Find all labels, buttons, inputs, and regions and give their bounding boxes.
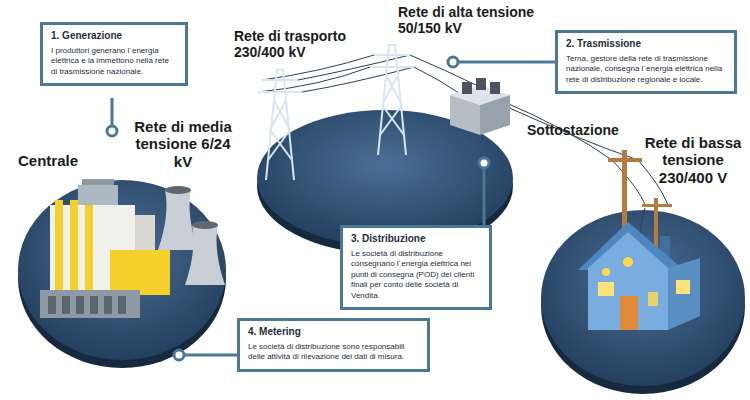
callout-text: Le società di distribuzione consegnano l… [351, 249, 481, 301]
platform-disc [18, 180, 226, 360]
leader-line [111, 98, 114, 126]
lamp [623, 257, 633, 267]
part-label: Rete di trasporto 230/400 kV [234, 28, 366, 60]
leader-line [483, 168, 486, 227]
part-label: Centrale [18, 152, 108, 169]
leader-dot [174, 350, 184, 360]
house-wall [668, 258, 700, 330]
callout-heading: 3. Distribuzione [351, 233, 481, 244]
cooling-tower [158, 190, 198, 250]
part-label: Rete di alta tensione 50/150 kV [398, 4, 563, 36]
cooling-tower [185, 225, 225, 285]
plant-roof-unit [78, 185, 118, 205]
plant-cylinder [76, 296, 84, 314]
plant-cylinder [48, 296, 56, 314]
pole-crossbar [608, 158, 642, 162]
house-door [620, 296, 638, 330]
callout-box: 2. TrasmissioneTerna, gestore della rete… [555, 30, 737, 94]
plant-cylinder [62, 296, 70, 314]
callout-heading: 2. Trasmissione [566, 38, 726, 49]
plant-machinery [40, 290, 140, 318]
plant-roof-unit [82, 179, 114, 185]
power-wire [410, 55, 478, 86]
leader-dot [479, 158, 489, 168]
cooling-tower-top [192, 221, 218, 229]
house-window [598, 282, 614, 296]
plant-column [85, 200, 93, 295]
lamp [602, 268, 610, 276]
callout-text: Terna, gestore della rete di trasmission… [566, 54, 726, 85]
callout-heading: 1. Generazione [51, 30, 177, 41]
pylon [370, 45, 414, 155]
leader-dot [107, 126, 117, 136]
leader-lines [107, 57, 557, 360]
leader-line [458, 61, 557, 64]
power-wire [612, 160, 645, 205]
transformer [490, 82, 500, 94]
power-wire [414, 67, 462, 95]
callout-text: Le società di distribuzione sono respons… [248, 342, 419, 363]
substation-side [450, 95, 480, 135]
platform-disc [541, 210, 745, 386]
leader-line [184, 354, 239, 357]
callout-box: 4. Metering Le società di distribuzione s… [237, 318, 430, 372]
meter-box [648, 292, 658, 306]
plant-column [70, 200, 78, 295]
part-label: Sottostazione [527, 122, 642, 138]
part-label: Rete di media tensione 6/24 kV [126, 118, 240, 170]
house-window [676, 280, 690, 294]
transformer [476, 78, 486, 90]
plant-cylinder [104, 296, 112, 314]
plant-block [110, 250, 170, 295]
plant-column [55, 200, 63, 295]
plant-cylinder [118, 296, 126, 314]
plant-cylinder [90, 296, 98, 314]
leader-dot [448, 57, 458, 67]
pylon [258, 70, 302, 180]
cooling-tower-top [165, 186, 191, 194]
house-wall [588, 232, 668, 330]
transformer [462, 82, 472, 94]
callout-box: 1. Generazione I produttori generano l´en… [40, 22, 188, 86]
part-label: Rete di bassa tensione 230/400 V [638, 134, 748, 186]
pole-crossbar [642, 204, 672, 207]
substation-side [480, 95, 510, 135]
callout-box: 3. Distribuzione Le società di distribuzi… [340, 225, 492, 310]
callout-text: I produttori generano l´energia elettric… [51, 46, 177, 77]
callout-heading: 4. Metering [248, 326, 419, 337]
